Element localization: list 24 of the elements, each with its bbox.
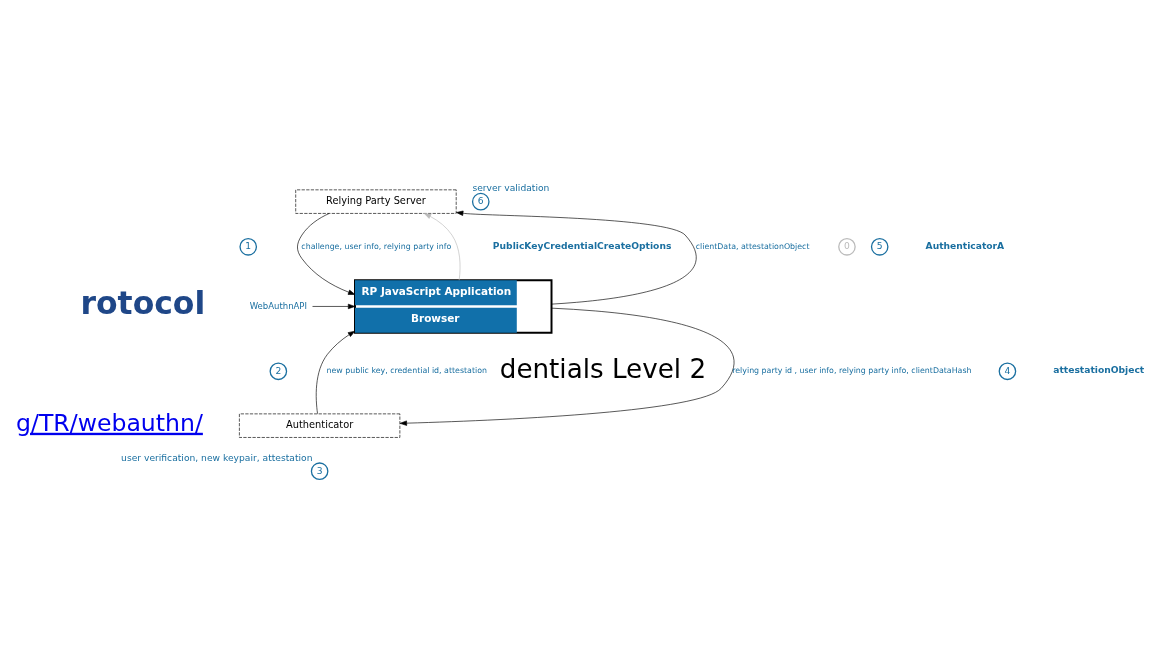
arrow (312, 303, 356, 310)
arrow (456, 210, 697, 305)
label: PublicKeyCredentialCreateOptions (492, 239, 672, 251)
label: g/TR/webauthn/ (16, 408, 203, 437)
label: dentials Level 2 (499, 353, 707, 384)
label: attestationObject (1053, 364, 1145, 376)
label: rotocol (80, 284, 206, 321)
node-text: WebAuthnAPI (249, 300, 307, 311)
node-circle: 4 (998, 362, 1017, 381)
node-circle: 5 (870, 238, 889, 256)
node-label: server validation (472, 181, 550, 193)
node-circle: 2 (269, 362, 288, 381)
arrow (399, 307, 735, 426)
arrow (423, 213, 461, 281)
node-label: user verification, new keypair, attestation (121, 451, 313, 463)
node-box: Authenticator (239, 413, 401, 438)
arrow (315, 330, 356, 414)
label: AuthenticatorA (925, 239, 1005, 251)
node-circle: 1 (239, 238, 258, 256)
node-circle: 3 (310, 462, 329, 481)
node-circle: 0 (838, 238, 856, 256)
node-box: Relying Party Server (295, 189, 457, 214)
arrow (297, 213, 356, 295)
node-circle: 6 (471, 192, 490, 211)
